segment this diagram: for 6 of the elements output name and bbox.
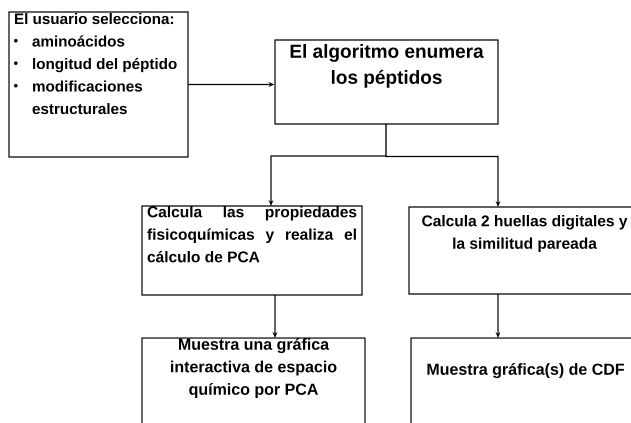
process-box: Calcula 2 huellas digitales y la similitud pareada — [408, 206, 631, 295]
selection-box: El usuario selecciona: aminoácidos longitud del péptido modificaciones estructurales — [8, 11, 189, 158]
process-box: Calcula las propiedades fisicoquímicas y realiza el cálculo de PCA — [141, 205, 363, 296]
process-box: Muestra gráfica(s) de CDF — [410, 337, 631, 423]
process-box: Muestra una gráfica interactiva de espacio químico por PCA — [141, 337, 366, 423]
process-box: El algoritmo enumera los péptidos — [274, 39, 499, 125]
